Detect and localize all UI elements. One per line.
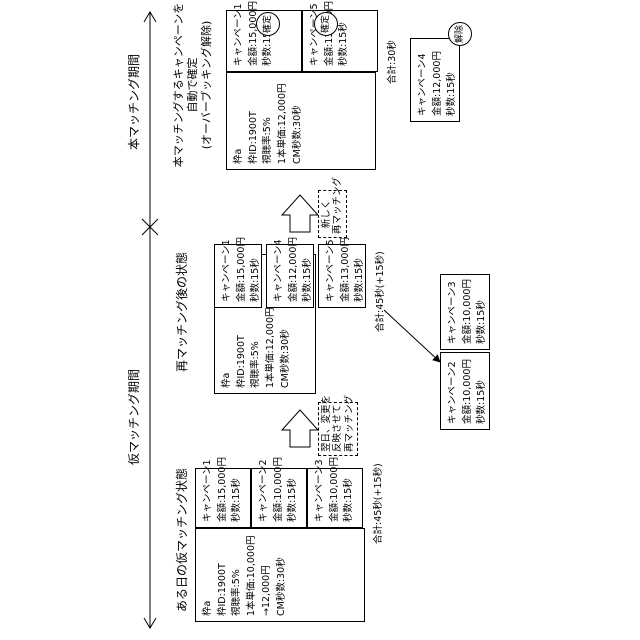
campaign-seconds: 秒数:15秒 (445, 44, 460, 116)
campaign-name: キャンペーン3 (313, 474, 328, 522)
rematch-total: 合計:45秒(+15秒) (372, 251, 386, 332)
campaign-seconds: 秒数:15秒 (286, 474, 301, 522)
campaign-box-c5-rematched: キャンペーン5 金額:13,000円 秒数:15秒 (318, 244, 366, 308)
rematch-state-title: 再マッチング後の状態 (176, 252, 190, 372)
confirmed-badge-c5: 確定 (314, 12, 338, 36)
transition-arrow-2 (282, 195, 318, 232)
campaign-box-c3-initial: キャンペーン3 金額:10,000円 秒数:15秒 (307, 468, 363, 528)
final-title-line: (オーバーブッキング解除) (200, 0, 214, 170)
final-title-line: 本マッチングするキャンペーンを (172, 0, 186, 170)
campaign-box-c2-released: キャンペーン2 金額:10,000円 秒数:15秒 (440, 352, 490, 430)
slot-cm-seconds: CM秒数:30秒 (275, 534, 290, 616)
note-line: 再マッチング (344, 406, 355, 452)
campaign-name: キャンペーン2 (257, 474, 272, 522)
slot-id: 枠ID:1900T (216, 534, 231, 616)
campaign-name: キャンペーン4 (416, 44, 431, 116)
confirmed-badge-c1: 確定 (256, 12, 280, 36)
campaign-name: キャンペーン1 (220, 250, 235, 302)
campaign-box-c5-final: キャンペーン5 金額:13,000円 秒数:15秒 (302, 10, 378, 72)
note-line: 反映させて (332, 406, 343, 452)
slot-unit-price: 1本単価:12,000円 (276, 78, 291, 164)
next-day-rematch-note: 翌日、変更を 反映させて 再マッチング (318, 402, 358, 456)
campaign-box-c1-initial: キャンペーン1 金額:15,000円 秒数:15秒 (195, 468, 251, 528)
campaign-amount: 金額:10,000円 (272, 474, 287, 522)
release-arrow (384, 310, 440, 362)
initial-state-title: ある日の仮マッチング状態 (176, 468, 190, 612)
campaign-name: キャンペーン1 (201, 474, 216, 522)
campaign-amount: 金額:15,000円 (216, 474, 231, 522)
slot-cm-seconds: CM秒数:30秒 (291, 78, 306, 164)
slot-rating: 視聴率:5% (261, 78, 276, 164)
campaign-seconds: 秒数:15秒 (337, 16, 352, 66)
campaign-amount: 金額:10,000円 (328, 474, 343, 522)
campaign-seconds: 秒数:15秒 (353, 250, 368, 302)
note-line: 再マッチング (332, 194, 343, 234)
campaign-amount: 金額:10,000円 (461, 358, 476, 424)
campaign-name: キャンペーン3 (446, 280, 461, 344)
slot-box-initial: 枠a 枠ID:1900T 視聴率:5% 1本単価:10,000円 →12,000… (195, 528, 365, 622)
campaign-seconds: 秒数:15秒 (230, 474, 245, 522)
final-total: 合計:30秒 (384, 40, 398, 84)
period-timeline (142, 12, 158, 628)
new-rematch-note: 新しく 再マッチング (318, 190, 347, 238)
campaign-amount: 金額:13,000円 (339, 250, 354, 302)
released-badge-c4: 解除 (448, 22, 472, 46)
campaign-amount: 金額:12,000円 (431, 44, 446, 116)
campaign-seconds: 秒数:15秒 (342, 474, 357, 522)
final-period-label: 本マッチング期間 (128, 54, 142, 150)
transition-arrow-1 (282, 410, 318, 447)
slot-unit-price-change: →12,000円 (260, 534, 275, 616)
slot-id: 枠ID:1900T (247, 78, 262, 164)
campaign-name: キャンペーン1 (232, 16, 247, 66)
campaign-name: キャンペーン4 (272, 250, 287, 302)
slot-name: 枠a (201, 534, 216, 616)
campaign-seconds: 秒数:15秒 (475, 280, 490, 344)
campaign-amount: 金額:15,000円 (235, 250, 250, 302)
final-state-title: 本マッチングするキャンペーンを 自動で確定 (オーバーブッキング解除) (172, 0, 213, 170)
campaign-seconds: 秒数:15秒 (475, 358, 490, 424)
initial-total: 合計:45秒(+15秒) (370, 463, 384, 544)
slot-unit-price: 1本単価:10,000円 (245, 534, 260, 616)
campaign-box-c4-rematched: キャンペーン4 金額:12,000円 秒数:15秒 (266, 244, 314, 308)
provisional-period-label: 仮マッチング期間 (128, 369, 142, 465)
slot-name: 枠a (232, 78, 247, 164)
campaign-seconds: 秒数:15秒 (249, 250, 264, 302)
slot-box-final: 枠a 枠ID:1900T 視聴率:5% 1本単価:12,000円 CM秒数:30… (226, 72, 376, 170)
campaign-box-c3-released: キャンペーン3 金額:10,000円 秒数:15秒 (440, 274, 490, 350)
campaign-amount: 金額:10,000円 (461, 280, 476, 344)
campaign-amount: 金額:12,000円 (287, 250, 302, 302)
campaign-box-c1-rematched: キャンペーン1 金額:15,000円 秒数:15秒 (214, 244, 262, 308)
campaign-box-c4-released: キャンペーン4 金額:12,000円 秒数:15秒 (410, 38, 460, 122)
campaign-seconds: 秒数:15秒 (301, 250, 316, 302)
final-title-line: 自動で確定 (186, 0, 200, 170)
campaign-name: キャンペーン2 (446, 358, 461, 424)
campaign-name: キャンペーン5 (324, 250, 339, 302)
note-line: 新しく (321, 194, 332, 234)
note-line: 翌日、変更を (321, 406, 332, 452)
slot-rating: 視聴率:5% (230, 534, 245, 616)
campaign-box-c2-initial: キャンペーン2 金額:10,000円 秒数:15秒 (251, 468, 307, 528)
